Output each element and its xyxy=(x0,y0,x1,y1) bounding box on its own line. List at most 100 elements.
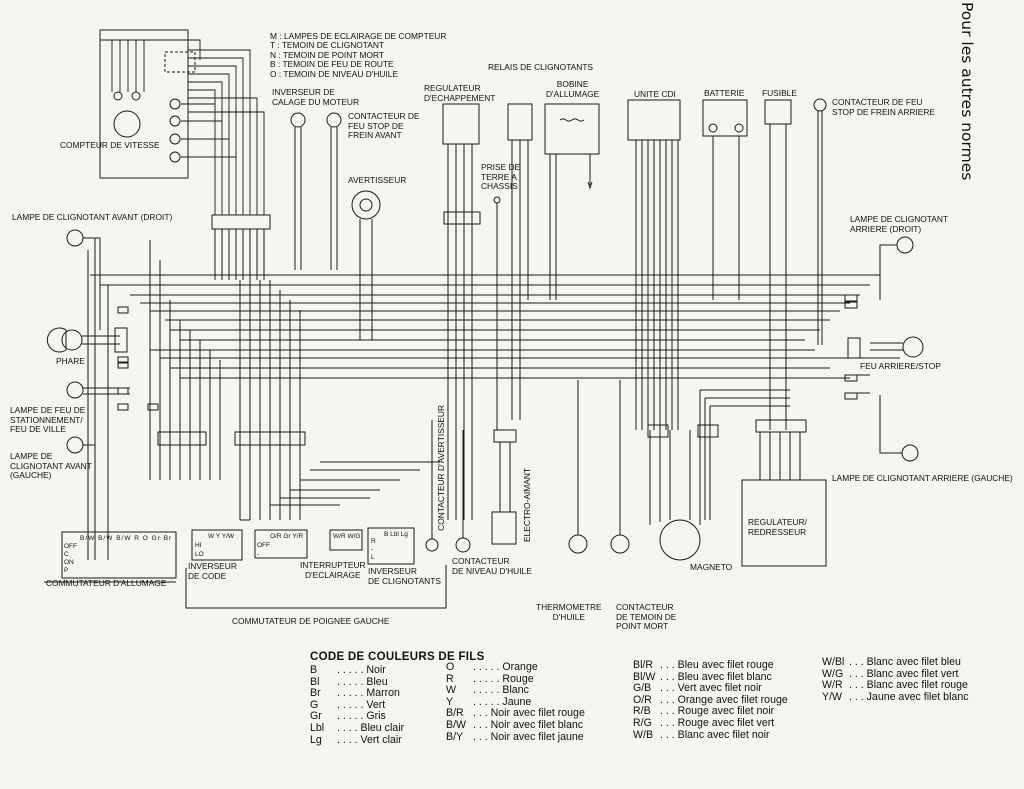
legend-item: Y/W . . . Jaune avec filet blanc xyxy=(822,690,969,703)
cdi-unit-box xyxy=(627,99,681,141)
label-frein-arriere: CONTACTEUR DE FEU STOP DE FREIN ARRIERE xyxy=(832,97,936,117)
lamp-o-icon xyxy=(169,151,181,163)
horn-switch-icon xyxy=(425,538,439,552)
horn-table-rows: R-L xyxy=(371,538,376,561)
label-regulateur-echappement: REGULATEUR D'ECHAPPEMENT xyxy=(424,83,496,103)
legend-item: Bl . . . . . Bleu xyxy=(310,675,388,688)
lamp-key-item-n: N : TEMOIN DE POINT MORT xyxy=(270,49,385,60)
speedometer-dial xyxy=(113,110,141,138)
lamp-key-item-b: B : TEMOIN DE FEU DE ROUTE xyxy=(270,59,394,70)
code-table-headers: W Y Y/W xyxy=(208,533,235,540)
label-feu-stationnement: LAMPE DE FEU DE STATIONNEMENT/ FEU DE VI… xyxy=(10,405,86,434)
lighting-table-headers: O/R Gr Y/R xyxy=(270,533,304,540)
front-left-turn-lamp-icon xyxy=(66,436,84,454)
side-title: Pour les autres normes xyxy=(958,2,976,181)
label-point-mort: CONTACTEUR DE TEMOIN DE POINT MORT xyxy=(616,602,677,631)
lamp-n-icon xyxy=(169,115,181,127)
turn-relay-box xyxy=(507,103,533,141)
legend-item: Lbl . . . . Bleu clair xyxy=(310,721,405,734)
legend-item: W . . . . . Blanc xyxy=(446,684,529,697)
label-prise-terre: PRISE DE TERRE A CHASSIS xyxy=(481,162,521,191)
label-commutateur-allumage: COMMUTATEUR D'ALLUMAGE xyxy=(46,578,167,588)
legend-title: CODE DE COULEURS DE FILS xyxy=(310,651,485,663)
legend-item: O . . . . . Orange xyxy=(446,661,538,673)
legend-item: Gr . . . . . Gris xyxy=(310,710,386,723)
front-right-turn-lamp-icon xyxy=(66,229,84,247)
label-cdi: UNITE CDI xyxy=(634,89,676,99)
oil-level-switch-icon xyxy=(455,537,471,553)
label-clignotant-arriere-droit: LAMPE DE CLIGNOTANT ARRIERE (DROIT) xyxy=(850,214,949,234)
legend-col-4: W/Bl . . . Blanc avec filet bleu W/G . .… xyxy=(822,656,969,703)
lamp-key-item-m: M : LAMPES DE ECLAIRAGE DE COMPTEUR xyxy=(270,31,447,41)
kill-switch-icon xyxy=(290,112,306,128)
label-contacteur-avertisseur: CONTACTEUR D'AVERTISSEUR xyxy=(436,405,446,531)
horn-table-headers: B Lbl Lg xyxy=(384,531,408,538)
label-inverseur-code: INVERSEUR DE CODE xyxy=(188,561,237,581)
legend-col-1: B . . . . . Noir Bl . . . . . Bleu Br . … xyxy=(310,664,405,746)
legend-item: B/R . . . Noir avec filet rouge xyxy=(446,707,585,720)
legend-col-2: O . . . . . Orange R . . . . . Rouge W .… xyxy=(446,661,585,743)
ignition-coil-box xyxy=(544,103,600,155)
label-frein-avant: CONTACTEUR DE FEU STOP DE FREIN AVANT xyxy=(348,111,420,140)
label-interrupteur-eclairage: INTERRUPTEUR D'ECLAIRAGE xyxy=(300,560,366,580)
headlight-icon xyxy=(46,327,67,353)
label-thermometre: THERMOMETRE D'HUILE xyxy=(536,602,602,622)
turn-table-headers: W/R W/G xyxy=(333,533,361,540)
connector-harness-1 xyxy=(211,214,271,230)
battery-box xyxy=(702,99,748,137)
label-avertisseur: AVERTISSEUR xyxy=(348,175,407,185)
legend-item: B . . . . . Noir xyxy=(310,664,386,676)
legend-item: Br . . . . . Marron xyxy=(310,687,400,700)
code-switch-box xyxy=(191,529,243,561)
label-batterie: BATTERIE xyxy=(704,88,745,98)
legend-item: O/R . . . Orange avec filet rouge xyxy=(633,693,788,706)
label-compteur: COMPTEUR DE VITESSE xyxy=(60,140,160,150)
legend-item: W/G . . . Blanc avec filet vert xyxy=(822,667,959,680)
label-fusible: FUSIBLE xyxy=(762,88,797,98)
label-feu-arriere: FEU ARRIERE/STOP xyxy=(860,361,941,371)
legend-item: G . . . . . Vert xyxy=(310,698,386,711)
front-brake-switch-icon xyxy=(326,112,342,128)
label-bobine: BOBINE D'ALLUMAGE xyxy=(546,79,600,99)
legend-item: W/Bl . . . Blanc avec filet bleu xyxy=(822,656,961,668)
oil-thermometer-icon xyxy=(568,534,588,554)
label-niveau-huile: CONTACTEUR DE NIVEAU D'HUILE xyxy=(452,556,532,576)
label-inverseur-clignotants: INVERSEUR DE CLIGNOTANTS xyxy=(368,566,441,586)
rear-left-turn-lamp-icon xyxy=(901,444,919,462)
regulator-rectifier-box xyxy=(741,479,827,567)
legend-item: G/B . . . Vert avec filet noir xyxy=(633,682,762,695)
label-regulateur-redresseur: REGULATEUR/ REDRESSEUR xyxy=(748,517,807,537)
parking-lamp-icon xyxy=(66,381,84,399)
connector-harness-2 xyxy=(157,431,207,446)
label-clignotant-arriere-gauche: LAMPE DE CLIGNOTANT ARRIERE (GAUCHE) xyxy=(832,473,1013,483)
legend-item: W/R . . . Blanc avec filet rouge xyxy=(822,679,968,692)
ignition-switch-box xyxy=(61,531,177,579)
legend-item: B/W . . . Noir avec filet blanc xyxy=(446,718,584,731)
label-commutateur-poignee: COMMUTATEUR DE POIGNEE GAUCHE xyxy=(232,616,390,626)
lighting-switch-box xyxy=(254,529,308,559)
label-clignotant-avant-droit: LAMPE DE CLIGNOTANT AVANT (DROIT) xyxy=(12,212,173,222)
lamp-key-item-o: O : TEMOIN DE NIVEAU D'HUILE xyxy=(270,68,399,79)
legend-item: R . . . . . Rouge xyxy=(446,672,534,685)
horn-icon xyxy=(351,190,381,220)
lamp-key: M : LAMPES DE ECLAIRAGE DE COMPTEUR T : … xyxy=(270,31,447,79)
legend-item: Y . . . . . Jaune xyxy=(446,695,532,708)
legend-item: B/Y . . . Noir avec filet jaune xyxy=(446,730,584,743)
lighting-table-rows: OFF- xyxy=(257,542,270,558)
ignition-table-headers: B/W B/W B/W R O Gr Br xyxy=(80,535,173,542)
label-phare: PHARE xyxy=(56,356,85,366)
lamp-key-item-t: T : TEMOIN DE CLIGNOTANT xyxy=(270,40,385,51)
exhaust-regulator-box xyxy=(442,103,480,145)
fuse-box xyxy=(764,99,792,125)
legend-item: Bl/W . . . Bleu avec filet blanc xyxy=(633,670,772,683)
label-magneto: MAGNETO xyxy=(690,562,733,572)
legend-col-3: Bl/R . . . Bleu avec filet rouge Bl/W . … xyxy=(633,659,788,741)
lamp-b-icon xyxy=(169,133,181,145)
electromagnet-box xyxy=(491,511,517,545)
label-electro-aimant: ELECTRO-AIMANT xyxy=(522,468,532,542)
turn-switch-box xyxy=(329,529,363,551)
legend-item: R/G . . . Rouge avec filet vert xyxy=(633,716,775,729)
